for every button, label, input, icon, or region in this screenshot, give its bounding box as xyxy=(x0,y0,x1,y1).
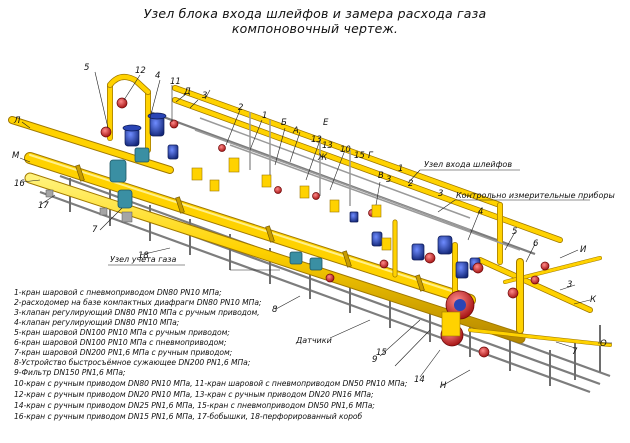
tag-6: 6 xyxy=(533,239,539,249)
legend-line-1: 1-кран шаровой с пневмоприводом DN80 PN1… xyxy=(14,288,222,297)
flanges xyxy=(75,164,425,292)
bosses xyxy=(45,189,133,223)
tag-1-mid: 1 xyxy=(398,164,403,174)
legend-line-9: 9-Фильтр DN150 PN1,6 МПа; xyxy=(14,368,126,377)
tag-N: Н xyxy=(440,381,447,391)
section-callouts: Узел входа шлейфов Контрольно измеритель… xyxy=(110,160,615,345)
title-line-2: компоновочный чертеж. xyxy=(231,21,399,36)
tag-E: Е xyxy=(323,118,329,128)
instrument-boxes xyxy=(191,157,392,251)
legend-line-4: 4-клапан регулирующий DN80 PN10 МПа; xyxy=(14,318,180,327)
tag-Zh: Ж xyxy=(317,153,328,163)
legend-line-10: 10-кран с ручным приводом DN80 PN10 МПа,… xyxy=(14,379,408,388)
legend-line-8: 8-Устройство быстросъёмное сужающее DN20… xyxy=(14,358,251,367)
tag-9: 9 xyxy=(372,355,377,365)
tag-11: 11 xyxy=(170,77,181,87)
legend-line-5: 5-кран шаровой DN100 PN10 МПа с ручным п… xyxy=(14,328,230,337)
tag-17: 17 xyxy=(38,201,49,211)
tag-3-right: 3 xyxy=(438,189,443,199)
tag-4-right: 4 xyxy=(478,207,483,217)
tag-O: О xyxy=(600,339,607,349)
tag-7-right: 7 xyxy=(572,347,578,357)
callout-sensors: Датчики xyxy=(295,336,332,345)
letter-tags: Л М Д Б А Е Ж Г В И К О Н xyxy=(12,87,607,391)
tag-13a: 13 xyxy=(311,135,322,145)
legend-line-3: 3-клапан регулирующий DN80 PN10 МПа с ру… xyxy=(14,308,260,317)
tag-G: Г xyxy=(368,151,374,161)
tag-M: М xyxy=(12,151,20,161)
tag-12: 12 xyxy=(135,66,146,76)
leader-lines xyxy=(19,71,612,388)
teal-valves xyxy=(109,147,323,271)
tag-18: 18 xyxy=(138,251,149,261)
tag-3-mid: 3 xyxy=(386,175,391,185)
tag-7-left: 7 xyxy=(92,225,98,235)
tag-4-top: 4 xyxy=(155,71,160,81)
tag-L: Л xyxy=(13,116,21,126)
tag-K: К xyxy=(590,295,597,305)
instrument-tubes xyxy=(194,112,521,251)
tag-16: 16 xyxy=(14,179,25,189)
tag-15-top: 15 xyxy=(354,151,365,161)
tag-1-top: 1 xyxy=(262,111,267,121)
tag-A: А xyxy=(292,126,299,136)
tag-D: Д xyxy=(183,87,191,97)
tag-3-top: 3 xyxy=(202,91,207,101)
legend-line-13: 16-кран с ручным приводом DN15 PN1,6 МПа… xyxy=(14,412,363,421)
filters xyxy=(440,290,475,347)
tag-V: В xyxy=(378,171,384,181)
title-line-1: Узел блока входа шлейфов и замера расход… xyxy=(143,6,487,21)
callout-inlet-unit: Узел входа шлейфов xyxy=(424,160,512,169)
callout-metering-unit: Узел учета газа xyxy=(110,255,177,264)
legend-line-11: 12-кран с ручным приводом DN20 PN10 МПа,… xyxy=(14,390,374,399)
tag-I: И xyxy=(580,245,587,255)
number-tags: 5 12 4 11 3 2 1 13 13 10 15 3 1 2 3 4 5 … xyxy=(14,63,578,385)
tag-15-bottom: 15 xyxy=(376,348,387,358)
tag-B: Б xyxy=(281,118,287,128)
tag-2-mid: 2 xyxy=(408,179,413,189)
tag-13b: 13 xyxy=(322,141,333,151)
legend-line-7: 7-кран шаровой DN200 PN1,6 МПа с ручным … xyxy=(14,348,233,357)
tag-14: 14 xyxy=(414,375,425,385)
legend-line-2: 2-расходомер на базе компактных диафрагм… xyxy=(14,298,262,307)
legend-line-6: 6-кран шаровой DN100 PN10 МПа с пневмопр… xyxy=(14,338,227,347)
tag-5-right: 5 xyxy=(512,227,517,237)
tag-3-far: 3 xyxy=(567,280,572,290)
main-pipes xyxy=(8,73,612,347)
red-handwheels xyxy=(100,97,550,358)
tag-10: 10 xyxy=(340,145,351,155)
legend-line-12: 14-кран с ручным приводом DN25 PN1,6 МПа… xyxy=(14,401,375,410)
tag-8: 8 xyxy=(272,305,278,315)
callout-instruments: Контрольно измерительные приборы xyxy=(456,191,615,200)
tag-2-top: 2 xyxy=(238,103,243,113)
tag-5-left: 5 xyxy=(84,63,89,73)
